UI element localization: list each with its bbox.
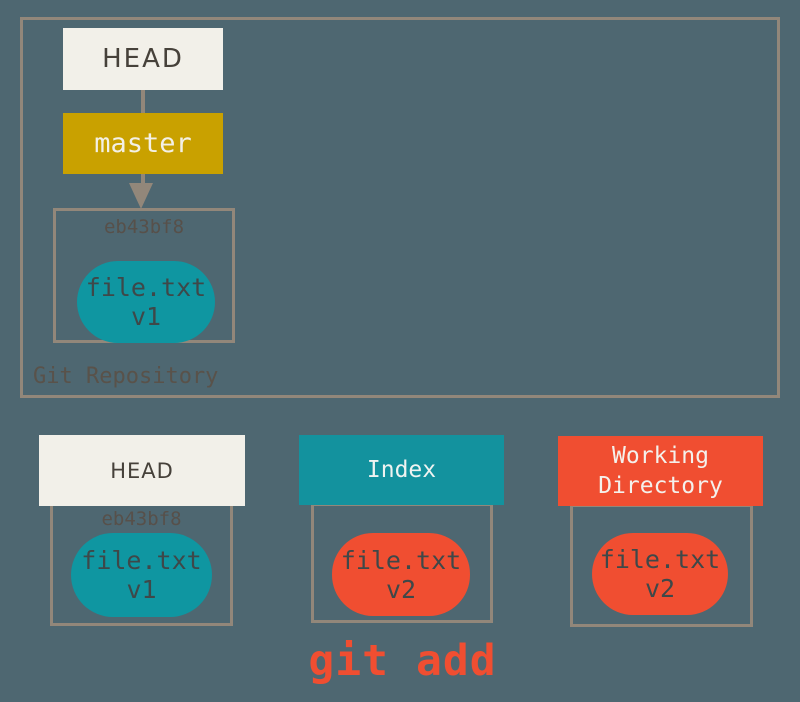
file-version-label: v1 bbox=[126, 575, 157, 604]
head-column-title: HEAD bbox=[110, 458, 174, 483]
index-column-title: Index bbox=[366, 457, 437, 483]
head-to-master-connector bbox=[141, 90, 145, 113]
file-name-label: file.txt bbox=[340, 545, 462, 575]
working-directory-column-title: Working Directory bbox=[598, 443, 723, 499]
file-version-label: v2 bbox=[385, 574, 417, 604]
git-repository-box: HEAD master eb43bf8 file.txt v1 Git Repo… bbox=[20, 17, 780, 398]
master-branch-box: master bbox=[63, 113, 223, 174]
working-directory-column-header: Working Directory bbox=[558, 436, 763, 506]
commit-file-oval: file.txt v1 bbox=[77, 261, 215, 343]
head-column-file-oval: file.txt v1 bbox=[71, 533, 212, 617]
head-ref-label: HEAD bbox=[102, 44, 184, 74]
file-version-label: v2 bbox=[644, 574, 676, 603]
index-column-header: Index bbox=[299, 435, 504, 505]
git-add-command-label: git add bbox=[308, 636, 497, 686]
git-repository-label: Git Repository bbox=[33, 364, 219, 389]
file-name-label: file.txt bbox=[85, 273, 207, 302]
master-branch-label: master bbox=[94, 128, 192, 159]
working-directory-file-oval: file.txt v2 bbox=[592, 533, 728, 615]
file-name-label: file.txt bbox=[599, 545, 721, 574]
commit-box: eb43bf8 file.txt v1 bbox=[53, 208, 235, 343]
master-to-commit-connector bbox=[141, 174, 145, 186]
index-column-file-oval: file.txt v2 bbox=[332, 533, 470, 616]
file-version-label: v1 bbox=[130, 302, 162, 331]
head-column-hash-label: eb43bf8 bbox=[101, 508, 182, 530]
file-name-label: file.txt bbox=[81, 546, 202, 575]
commit-hash-label: eb43bf8 bbox=[103, 216, 185, 238]
head-ref-box: HEAD bbox=[63, 28, 223, 90]
head-column-header: HEAD bbox=[39, 435, 245, 506]
arrow-down-icon bbox=[129, 183, 153, 209]
